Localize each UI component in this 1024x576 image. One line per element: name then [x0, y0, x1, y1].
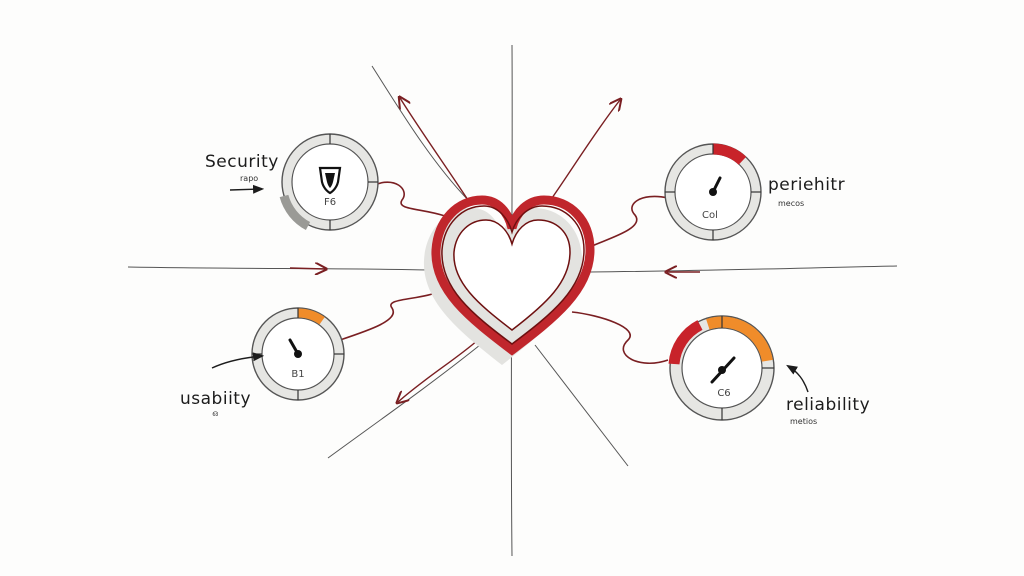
reliability-gauge-text: C6 — [717, 388, 730, 399]
arrow-right-in — [289, 268, 325, 269]
label-usability: usabiity ഒ — [180, 352, 265, 418]
horizontal-axis-left — [127, 266, 431, 271]
usability-gauge: B1 — [251, 307, 345, 401]
performance-gauge-text: Col — [702, 210, 718, 221]
label-usability-sub: ഒ — [212, 409, 218, 418]
label-reliability-sub: metios — [790, 417, 817, 426]
label-security-sub: rapo — [240, 174, 258, 183]
reliability-gauge-fill — [706, 316, 773, 362]
label-reliability-title: reliability — [786, 395, 870, 415]
label-performance-title: periehitr — [768, 175, 845, 195]
connector-security — [371, 181, 446, 217]
arrow-up-right — [551, 100, 620, 199]
horizontal-axis-right — [589, 265, 898, 273]
connector-usability — [339, 291, 439, 341]
reliability-gauge-red — [668, 320, 703, 365]
reliability-gauge: C6 — [668, 315, 775, 421]
diagonal-line-bottom-left — [327, 344, 481, 459]
label-security-arrow — [229, 184, 265, 194]
connectors — [339, 181, 669, 364]
label-usability-title: usabiity — [180, 389, 251, 409]
arrow-up-left — [400, 98, 469, 201]
label-reliability: reliability metios — [786, 364, 870, 426]
label-performance-sub: mecos — [778, 199, 804, 208]
connector-reliability — [571, 311, 669, 364]
heart-icon — [423, 195, 595, 365]
security-gauge-text: F6 — [324, 197, 336, 208]
arrow-down-left — [398, 339, 479, 402]
usability-gauge-fill — [297, 308, 325, 325]
security-gauge: F6 — [279, 133, 379, 231]
diagonal-line-top-left — [371, 65, 469, 201]
connector-performance — [591, 195, 669, 247]
label-security: Security rapo — [205, 152, 279, 194]
label-security-title: Security — [205, 152, 279, 172]
performance-gauge-fill — [712, 143, 747, 165]
shield-icon — [318, 166, 342, 195]
performance-gauge: Col — [664, 143, 762, 241]
diagonal-line-bottom-right — [534, 344, 629, 467]
label-performance: periehitr mecos — [768, 175, 845, 208]
arrows — [289, 98, 700, 402]
label-reliability-arrow — [786, 364, 809, 393]
label-usability-arrow — [211, 352, 265, 369]
usability-gauge-text: B1 — [291, 369, 304, 380]
